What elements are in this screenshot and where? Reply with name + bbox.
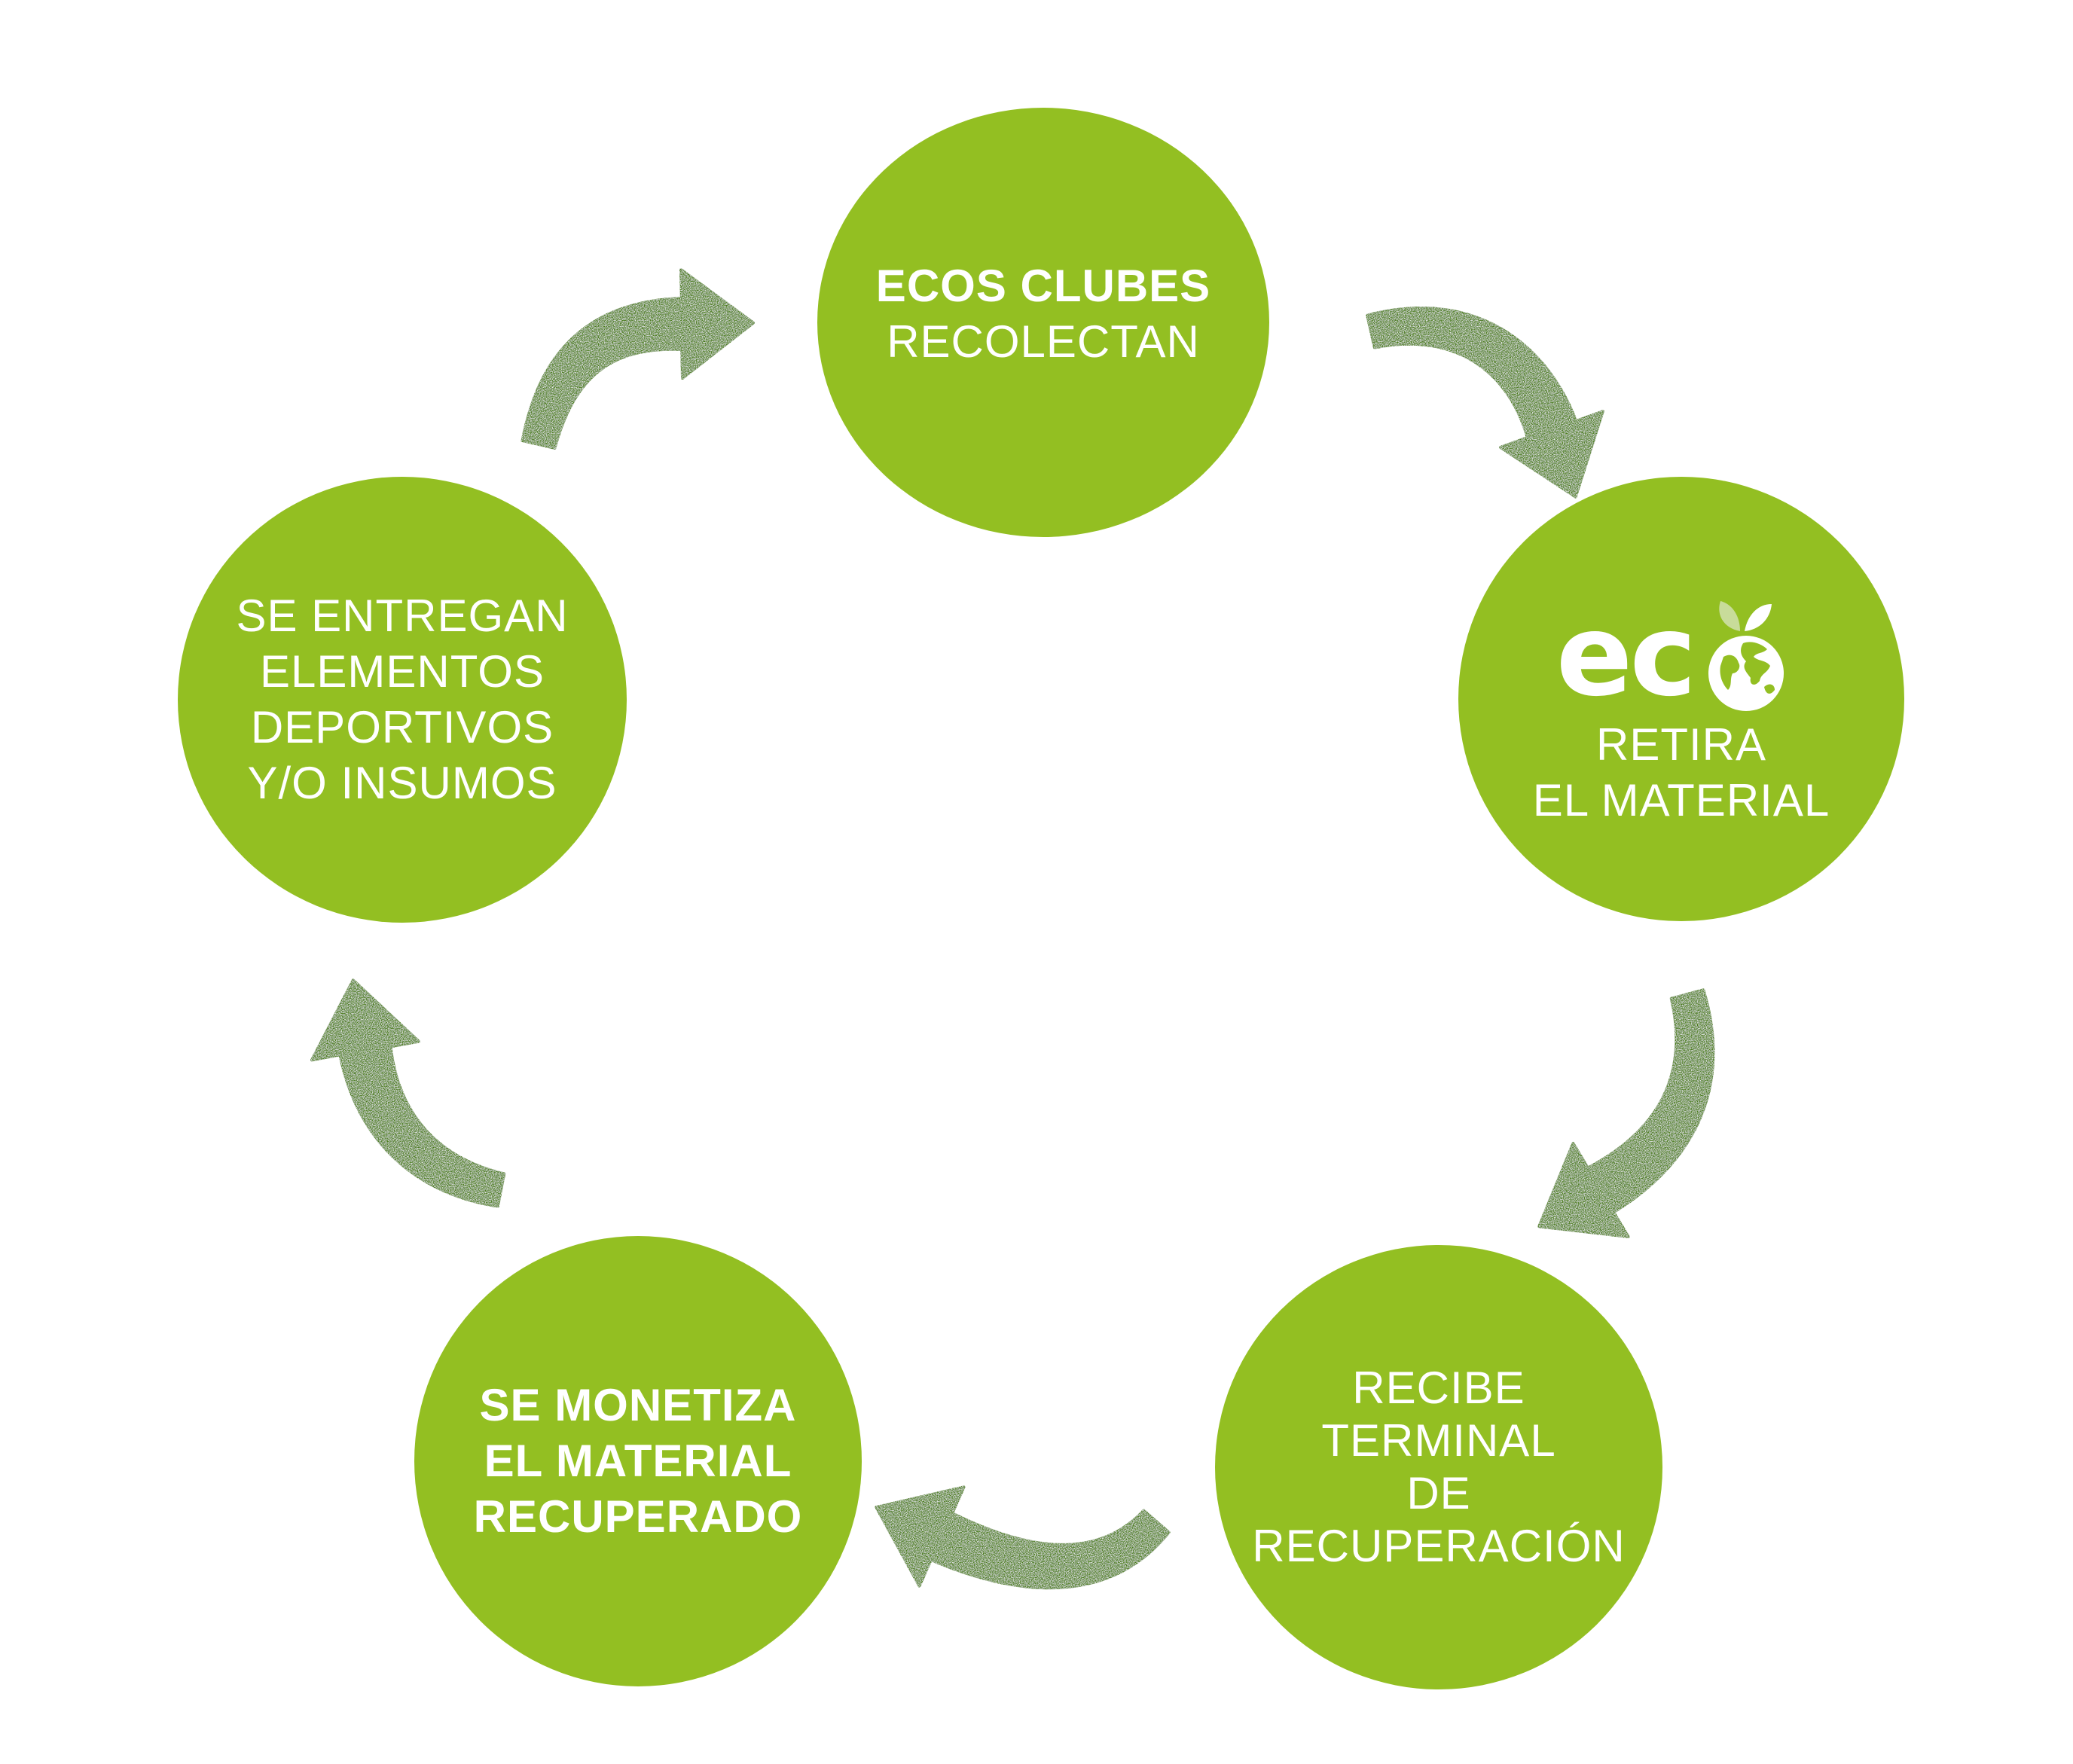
node-line: RECIBE (1352, 1363, 1525, 1413)
node-line: SE ENTREGAN (236, 591, 569, 641)
arrow-se-monetiza-to-se-entregan (310, 978, 506, 1208)
node-line: RETIRA (1595, 719, 1767, 770)
node-recibe-terminal: RECIBE TERMINAL DE RECUPERACIÓN (1215, 1245, 1662, 1689)
node-line: TERMINAL (1321, 1415, 1556, 1466)
leaf-icon (1719, 601, 1772, 631)
node-ecos-clubes: ECOS CLUBES RECOLECTAN (817, 108, 1269, 537)
arrow-recibe-terminal-to-se-monetiza (875, 1485, 1171, 1590)
node-line: DE (1406, 1468, 1471, 1518)
node-line: SE MONETIZA (479, 1380, 797, 1430)
node-se-monetiza: SE MONETIZA EL MATERIAL RECUPERADO (414, 1236, 862, 1686)
arrow-se-entregan-to-ecos-clubes (521, 268, 755, 450)
node-line: DEPORTIVOS (250, 702, 554, 752)
node-line: ECOS CLUBES (875, 261, 1211, 311)
eco-logo-letters: ec (1556, 591, 1697, 722)
arrow-eco-retira-to-recibe-terminal (1537, 988, 1715, 1238)
node-line: RECUPERACIÓN (1252, 1521, 1626, 1571)
node-line: RECOLECTAN (887, 316, 1200, 367)
node-line: EL MATERIAL (1532, 775, 1830, 826)
node-line: EL MATERIAL (484, 1436, 792, 1486)
node-line: RECUPERADO (473, 1491, 803, 1542)
node-eco-retira: ec RETIRA EL MATERIAL (1458, 477, 1904, 921)
eco-logo: ec (1556, 584, 1807, 713)
node-line: Y/O INSUMOS (247, 758, 557, 808)
node-line: ELEMENTOS (260, 646, 545, 697)
arrow-ecos-clubes-to-eco-retira (1366, 306, 1604, 499)
globe-icon (1708, 601, 1784, 711)
node-se-entregan: SE ENTREGAN ELEMENTOS DEPORTIVOS Y/O INS… (178, 477, 627, 923)
